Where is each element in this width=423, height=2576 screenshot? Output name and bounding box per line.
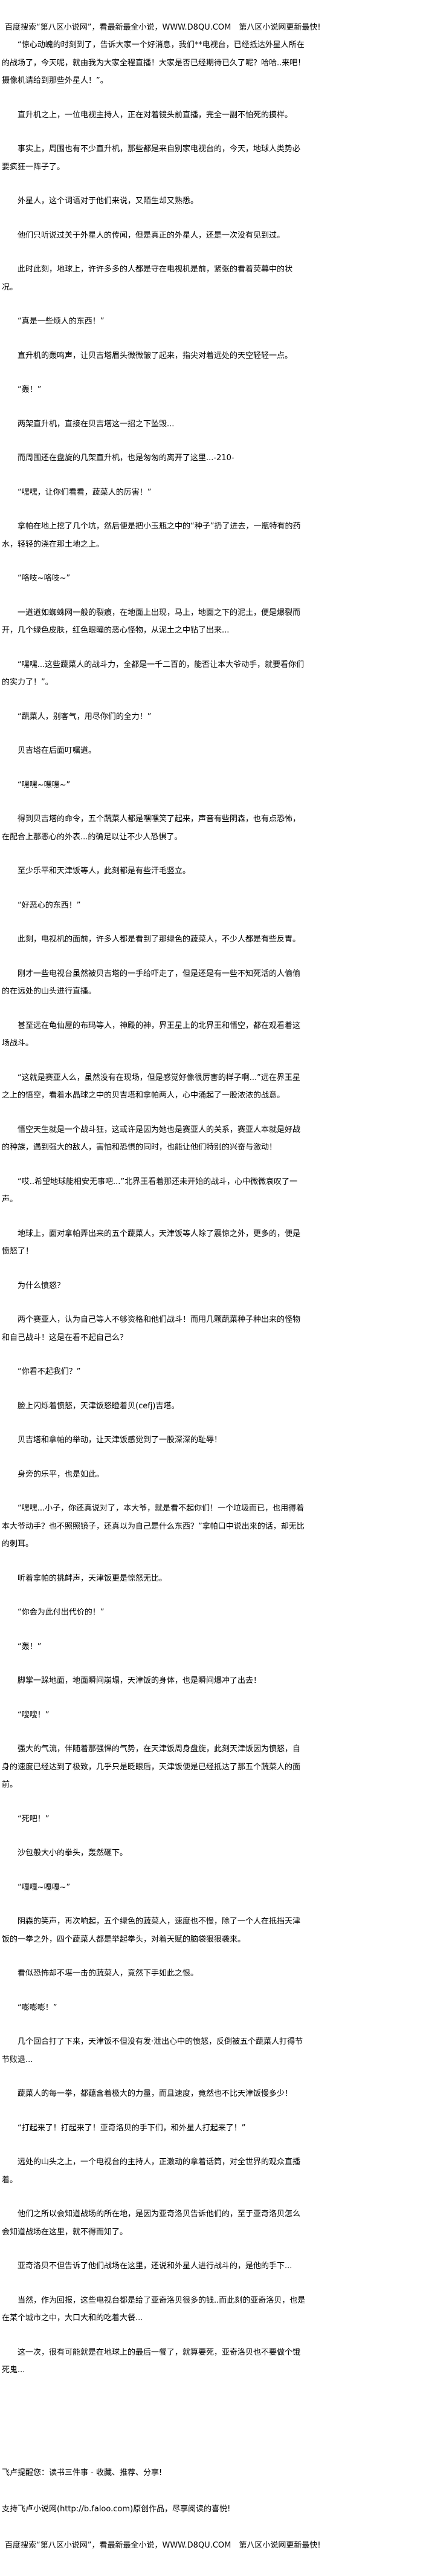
paragraph: 外星人，这个词语对于他们来说，又陌生却又熟悉。: [18, 197, 199, 206]
paragraph: 当然，作为回报，这些电视台都是给了亚奇洛贝很多的钱..而此刻的亚奇洛贝，也是在某…: [2, 2295, 306, 2323]
footer-support-link[interactable]: 支持飞卢小说网(http://b.faloo.com)原创作品，尽享阅读的喜悦!: [2, 2505, 231, 2514]
paragraph: 强大的气流，伴随着那强悍的气势，在天津饭周身盘旋，此刻天津饭因为愤怒，自身的速度…: [2, 1745, 301, 1789]
paragraph: “嘿嘿...小子，你还真说对了，本大爷，就是看不起你们！一个垃圾而已，也用得着本…: [2, 1504, 305, 1549]
paragraph: “哎..希望地球能相安无事吧...”北界王看着那还未开始的战斗，心中微微哀叹了一…: [2, 1177, 298, 1205]
paragraph: “嘿嘿，让你们看看，蔬菜人的厉害！”: [18, 487, 152, 497]
paragraph: 一道道如蜘蛛网一般的裂痕，在地面上出现，马上，地面之下的泥土，便是爆裂而开，几个…: [2, 608, 301, 636]
paragraph: 刚才一些电视台虽然被贝吉塔的一手给吓走了，但是还是有一些不知死活的人偷偷的在远处…: [2, 969, 301, 997]
site-banner-top: 百度搜索“第八区小说网”，看最新最全小说，WWW.D8QU.COM 第八区小说网…: [5, 23, 321, 32]
paragraph: “打起来了！打起来了！亚奇洛贝的手下们，和外星人打起来了！”: [18, 2123, 246, 2133]
paragraph: 脚掌一跺地面，地面瞬间崩塌，天津饭的身体，也是瞬间爆冲了出去！: [18, 1676, 262, 1685]
paragraph: 远处的山头之上，一个电视台的主持人，正激动的拿着话筒，对全世界的观众直播着。: [2, 2158, 301, 2185]
paragraph: 沙包般大小的拳头，轰然砸下。: [18, 1849, 128, 1858]
paragraph: 为什么愤怒？: [18, 1281, 65, 1290]
page-footer: 飞卢提醒您：读书三件事 - 收藏、推荐、分享! 支持飞卢小说网(http://b…: [2, 2467, 321, 2576]
paragraph: 此时此刻，地球上，许许多多的人都是守在电视机是前，紧张的看着荧幕中的状况。: [2, 265, 293, 292]
paragraph: 蔬菜人的每一拳，都蕴含着极大的力量，而且速度，竟然也不比天津饭慢多少！: [18, 2089, 293, 2098]
paragraph: “轰！”: [18, 385, 42, 394]
paragraph: “惊心动魄的时刻到了，告诉大家一个好消息，我们**电视台，已经抵达外星人所在的战…: [2, 41, 306, 85]
paragraph: “轰！”: [18, 1642, 42, 1651]
paragraph: “死吧！”: [18, 1814, 50, 1824]
paragraph: “你看不起我们？”: [18, 1367, 81, 1376]
paragraph: 看似恐怖却不堪一击的蔬菜人，竟然下手如此之恨。: [18, 1969, 199, 1978]
chapter-content: “惊心动魄的时刻到了，告诉大家一个好消息，我们**电视台，已经抵达外星人所在的战…: [2, 36, 308, 2396]
paragraph: “好恶心的东西！”: [18, 900, 81, 910]
paragraph: 直升机之上，一位电视主持人，正在对着镜头前直播，完全一副不怕死的摸样。: [18, 110, 293, 120]
paragraph: “嗖嗖！”: [18, 1710, 50, 1720]
paragraph: 亚奇洛贝不但告诉了他们战场在这里，还说和外星人进行战斗的，是他的手下...: [18, 2262, 292, 2271]
paragraph: 两个赛亚人，认为自己等人不够资格和他们战斗！而用几颗蔬菜种子种出来的怪物和自己战…: [2, 1315, 301, 1342]
paragraph: “真是一些烦人的东西！”: [18, 317, 105, 326]
paragraph: 他们之所以会知道战场的所在地，是因为亚奇洛贝告诉他们的，至于亚奇洛贝怎么会知道战…: [2, 2210, 301, 2237]
paragraph: 地球上，面对拿帕弄出来的五个蔬菜人，天津饭等人除了震惊之外，更多的，便是愤怒了！: [2, 1229, 301, 1257]
paragraph: “嘿嘿...这些蔬菜人的战斗力，全都是一千二百的，能否让本大爷动手，就要看你们的…: [2, 660, 305, 688]
paragraph: 而周围还在盘旋的几架直升机，也是匆匆的离开了这里...-210-: [18, 454, 234, 463]
paragraph: 身旁的乐平，也是如此。: [18, 1469, 105, 1479]
paragraph: 两架直升机，直接在贝吉塔这一招之下坠毁...: [18, 419, 175, 429]
paragraph: 得到贝吉塔的命令，五个蔬菜人都是嘿嘿笑了起来，声音有些阴森，也有点恐怖，在配合上…: [2, 815, 301, 842]
paragraph: 贝吉塔在后面叮嘱道。: [18, 746, 97, 755]
paragraph: 直升机的轰鸣声，让贝吉塔眉头微微皱了起来，指尖对着远处的天空轻轻一点。: [18, 351, 293, 360]
paragraph: 事实上，周围也有不少直升机，那些都是来自别家电视台的，今天，地球人类势必要疯狂一…: [2, 145, 301, 172]
paragraph: 他们只听说过关于外星人的传闻，但是真正的外星人，还是一次没有见到过。: [18, 230, 285, 240]
paragraph: 几个回合打了下来，天津饭不但没有发·泄出心中的愤怒，反倒被五个蔬菜人打得节节败退…: [2, 2037, 303, 2064]
paragraph: 这一次，很有可能就是在地球上的最后一餐了，就算要死，亚奇洛贝也不要做个饿死鬼..…: [2, 2347, 301, 2375]
site-banner-bottom: 百度搜索“第八区小说网”，看最新最全小说，WWW.D8QU.COM 第八区小说网…: [5, 2541, 321, 2550]
paragraph: “嘎嘎~嘎嘎~”: [18, 1882, 71, 1892]
paragraph: “嘭嘭嘭！”: [18, 2003, 57, 2012]
paragraph: 此刻，电视机的面前，许多人都是看到了那绿色的蔬菜人，不少人都是有些反胃。: [18, 935, 301, 944]
paragraph: “蔬菜人，别客气，用尽你们的全力！”: [18, 712, 152, 721]
paragraph: 至少乐平和天津饭等人，此刻都是有些汗毛竖立。: [18, 867, 191, 876]
paragraph: “嘿嘿~嘿嘿~”: [18, 780, 71, 790]
paragraph: 贝吉塔和拿帕的举动，让天津饭感觉到了一股深深的耻辱！: [18, 1436, 222, 1445]
footer-reminder: 飞卢提醒您：读书三件事 - 收藏、推荐、分享!: [2, 2468, 163, 2477]
paragraph: 甚至远在龟仙屋的布玛等人，神殿的神，界王星上的北界王和悟空，都在观看着这场战斗。: [2, 1021, 301, 1049]
paragraph: 脸上闪烁着愤怒，天津饭怒瞪着贝(cefj)吉塔。: [18, 1401, 179, 1411]
paragraph: “这就是赛亚人么，虽然没有在现场，但是感觉好像很厉害的样子啊...”远在界王星之…: [2, 1073, 300, 1101]
paragraph: “咯吱~咯吱~”: [18, 574, 71, 583]
paragraph: 悟空天生就是一个战斗狂，这或许是因为她也是赛亚人的关系，赛亚人本就是好战的种族，…: [2, 1125, 301, 1153]
paragraph: 听着拿帕的挑衅声，天津饭更是惊怒无比。: [18, 1573, 167, 1583]
paragraph: 阴森的笑声，再次响起，五个绿色的蔬菜人，速度也不慢，除了一个人在抵挡天津饭的一拳…: [2, 1917, 301, 1944]
paragraph: “你会为此付出代价的！”: [18, 1608, 105, 1617]
paragraph: 拿帕在地上挖了几个坑，然后便是把小玉瓶之中的“种子”扔了进去，一瓶特有的药水，轻…: [2, 522, 301, 549]
